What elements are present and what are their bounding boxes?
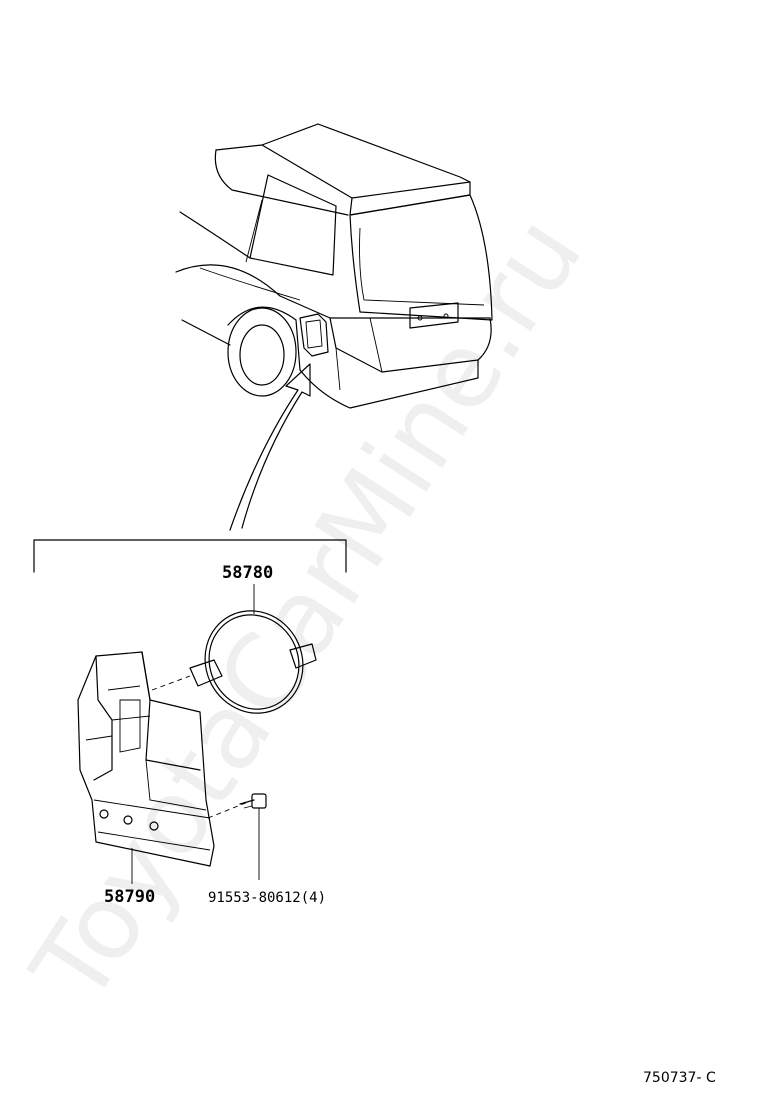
diagram-id: 750737- C <box>643 1070 716 1086</box>
part-number-91553-80612: 91553-80612(4) <box>208 890 326 906</box>
part-number-58790: 58790 <box>104 887 155 907</box>
ring-part-58780 <box>189 610 317 714</box>
callout-arrow <box>229 363 311 531</box>
clip-dashed-line <box>207 801 249 819</box>
assembly-dashed-line <box>151 675 191 691</box>
vehicle-rear-illustration <box>175 123 493 409</box>
detail-bracket <box>33 539 347 573</box>
housing-part-58790 <box>77 651 215 867</box>
part-number-58780: 58780 <box>222 563 273 583</box>
